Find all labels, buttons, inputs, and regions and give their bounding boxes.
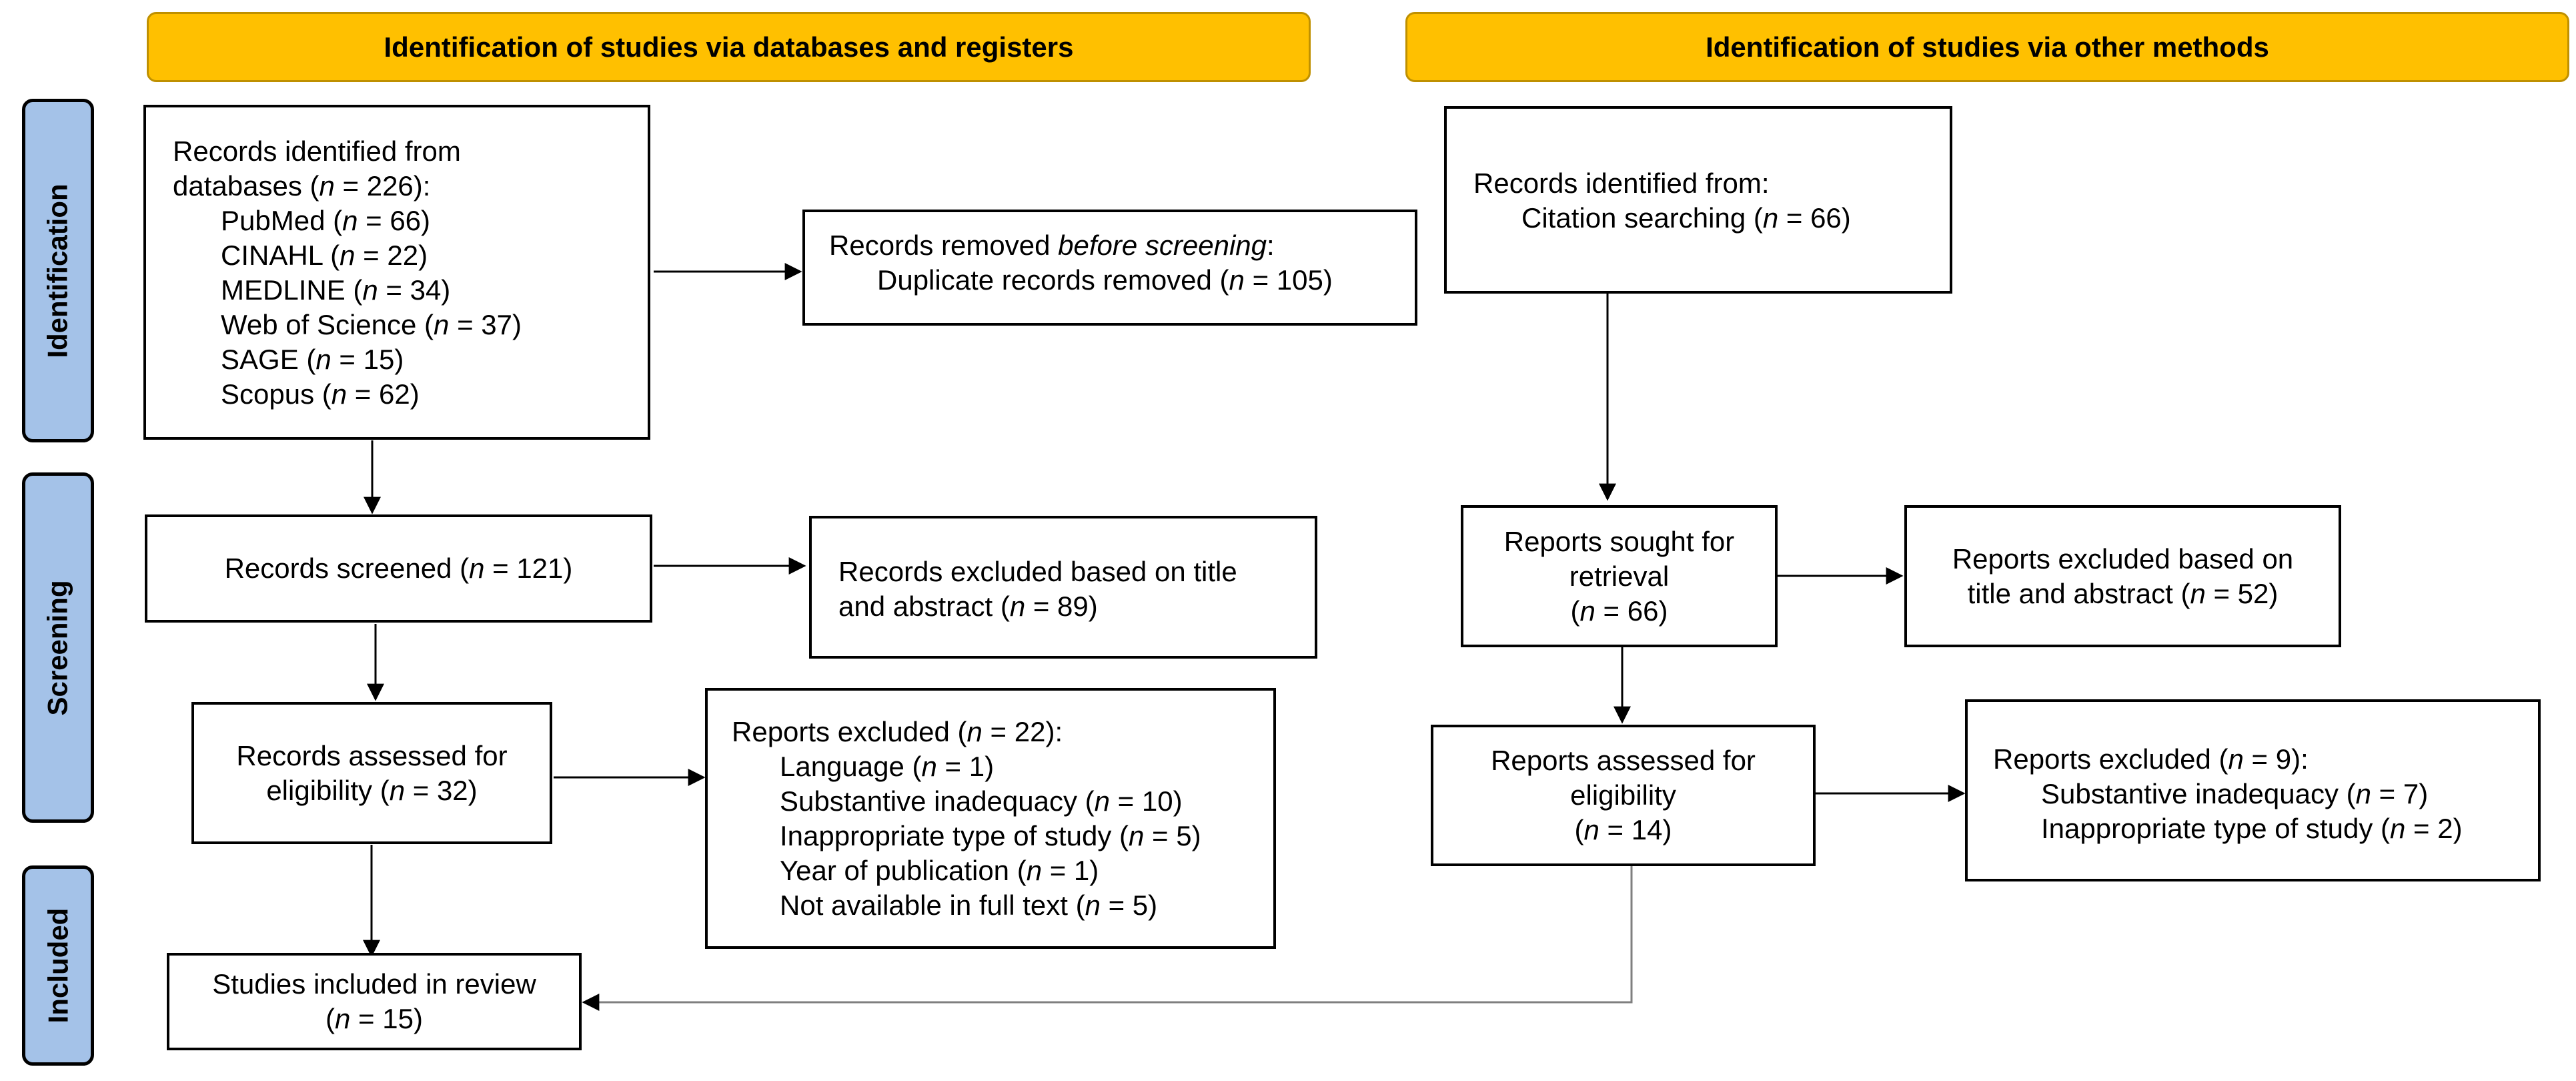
- records-excluded-line2: and abstract (n = 89): [838, 591, 1098, 622]
- reason-language: Language (n = 1): [780, 751, 995, 782]
- stage-identification-label: Identification: [42, 183, 73, 358]
- reports-sought-line1: Reports sought for: [1503, 525, 1735, 557]
- box-records-assessed: Records assessed for eligibility (n = 32…: [191, 702, 552, 844]
- box-reports-sought: Reports sought for retrieval (n = 66): [1461, 505, 1778, 647]
- citation-records-title: Records identified from:: [1473, 167, 1770, 199]
- records-identified-title: Records identified from: [173, 135, 461, 167]
- reason-not-available-full-text: Not available in full text (n = 5): [780, 889, 1158, 921]
- reason-year-of-publication: Year of publication (n = 1): [780, 855, 1099, 886]
- stage-identification: Identification: [22, 99, 94, 442]
- stage-screening: Screening: [22, 472, 94, 823]
- right-reason-substantive-inadequacy: Substantive inadequacy (n = 7): [2041, 778, 2429, 809]
- box-reports-excluded-title-abstract: Reports excluded based on title and abst…: [1904, 505, 2341, 647]
- box-records-identified-other: Records identified from: Citation search…: [1444, 106, 1952, 294]
- reports-excluded-right-title: Reports excluded (n = 9):: [1993, 743, 2309, 775]
- citation-searching: Citation searching (n = 66): [1521, 202, 1851, 234]
- box-records-identified-databases: Records identified from databases (n = 2…: [143, 105, 650, 440]
- source-sage: SAGE (n = 15): [221, 344, 404, 375]
- records-identified-total: = 226):: [334, 170, 431, 202]
- records-assessed-line1: Records assessed for: [236, 739, 508, 771]
- box-records-screened: Records screened (n = 121): [145, 514, 652, 623]
- reports-sought-line3: (n = 66): [1570, 595, 1668, 627]
- reports-assessed-line2: eligibility: [1570, 779, 1676, 811]
- records-screened-text: Records screened (n = 121): [224, 553, 573, 584]
- box-studies-included: Studies included in review (n = 15): [167, 953, 582, 1050]
- reports-sought-line2: retrieval: [1569, 560, 1670, 592]
- stage-screening-label: Screening: [42, 579, 74, 716]
- reports-excluded-title: Reports excluded (n = 22):: [732, 716, 1063, 747]
- reports-assessed-line3: (n = 14): [1574, 814, 1672, 845]
- header-databases-text: Identification of studies via databases …: [384, 31, 1074, 63]
- reason-substantive-inadequacy: Substantive inadequacy (n = 10): [780, 785, 1183, 817]
- reports-excluded-title-line1: Reports excluded based on: [1952, 543, 2294, 575]
- source-web-of-science: Web of Science (n = 37): [221, 309, 522, 340]
- header-other-text: Identification of studies via other meth…: [1706, 31, 2269, 63]
- records-removed-title: Records removed before screening:: [829, 230, 1275, 261]
- studies-included-line2: (n = 15): [326, 1003, 423, 1034]
- records-assessed-line2: eligibility (n = 32): [266, 774, 478, 806]
- header-databases: Identification of studies via databases …: [147, 12, 1311, 82]
- box-reports-assessed: Reports assessed for eligibility (n = 14…: [1431, 725, 1816, 866]
- duplicate-records-removed: Duplicate records removed (n = 105): [877, 264, 1333, 296]
- source-scopus: Scopus (n = 62): [221, 378, 420, 410]
- records-excluded-line1: Records excluded based on title: [838, 556, 1237, 587]
- header-other-methods: Identification of studies via other meth…: [1405, 12, 2569, 82]
- source-pubmed: PubMed (n = 66): [221, 205, 431, 236]
- studies-included-line1: Studies included in review: [212, 968, 536, 1000]
- stage-included-label: Included: [42, 908, 73, 1024]
- box-reports-excluded-databases: Reports excluded (n = 22): Language (n =…: [705, 688, 1276, 949]
- join-line-other-to-included: [582, 864, 1633, 1011]
- source-cinahl: CINAHL (n = 22): [221, 240, 428, 271]
- stage-included: Included: [22, 865, 94, 1066]
- source-medline: MEDLINE (n = 34): [221, 274, 451, 306]
- right-reason-inappropriate-type: Inappropriate type of study (n = 2): [2041, 813, 2463, 844]
- box-records-excluded: Records excluded based on title and abst…: [809, 516, 1317, 659]
- box-records-removed: Records removed before screening: Duplic…: [802, 210, 1417, 326]
- n-label: n: [319, 170, 335, 202]
- records-identified-label: databases (: [173, 170, 319, 202]
- reports-excluded-title-line2: title and abstract (n = 52): [1967, 577, 2279, 609]
- reason-inappropriate-type: Inappropriate type of study (n = 5): [780, 820, 1201, 851]
- reports-assessed-line1: Reports assessed for: [1491, 745, 1756, 776]
- box-reports-excluded-other: Reports excluded (n = 9): Substantive in…: [1965, 699, 2541, 881]
